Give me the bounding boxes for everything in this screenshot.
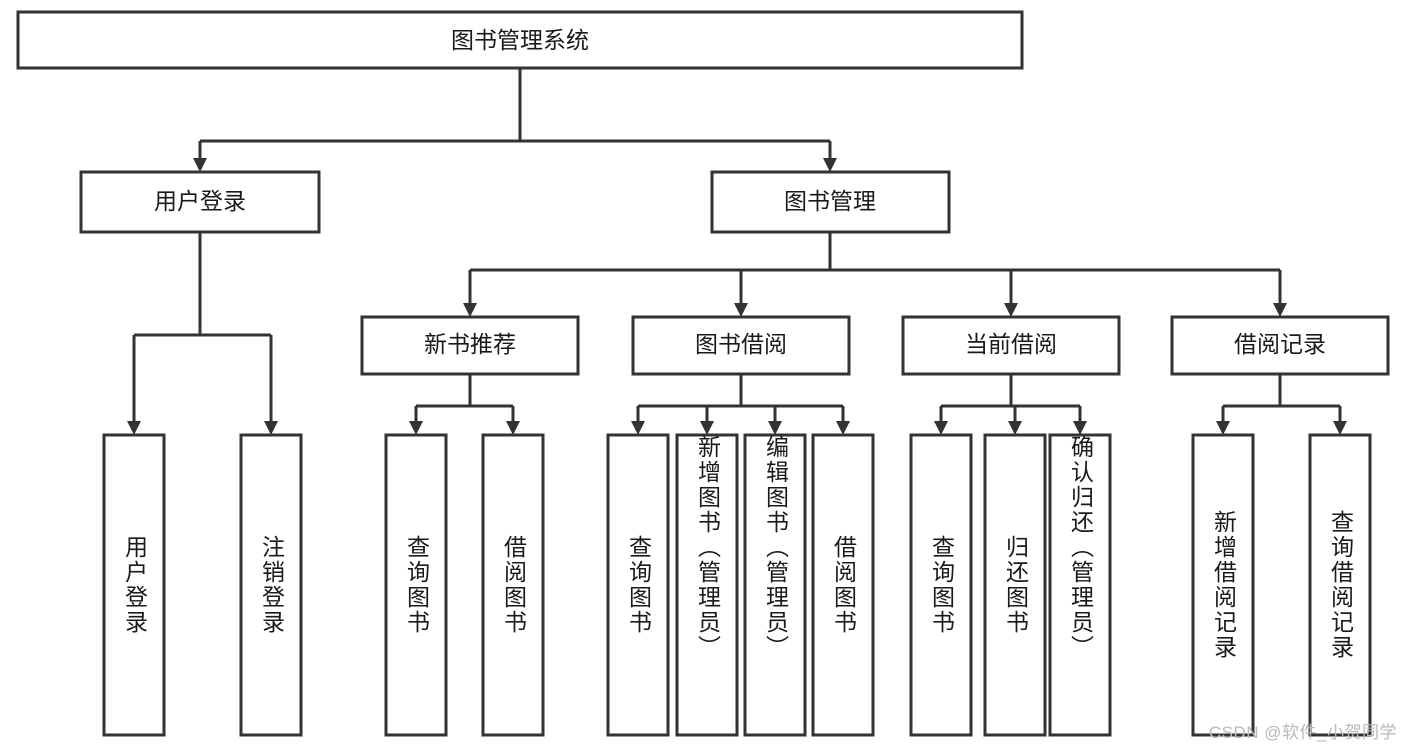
connector-group-user-login xyxy=(127,232,278,435)
leaf-box-query-book-borrow[interactable] xyxy=(606,433,670,737)
arrow-new-book-leaf-1 xyxy=(409,421,423,435)
arrow-current-leaf-3 xyxy=(1073,421,1087,435)
connector-group-records xyxy=(1216,374,1347,435)
node-current-box[interactable] xyxy=(901,315,1121,376)
node-borrow-label: 图书借阅 xyxy=(695,331,787,357)
leaf-box-query-record[interactable] xyxy=(1308,433,1372,737)
arrow-borrow-leaf-3 xyxy=(768,421,782,435)
leaf-box-return-book[interactable] xyxy=(983,433,1047,737)
arrow-current-leaf-2 xyxy=(1008,421,1022,435)
connector-group-borrow xyxy=(631,374,850,435)
arrow-records-leaf-2 xyxy=(1333,421,1347,435)
arrow-book-mgmt-current xyxy=(1004,303,1018,317)
arrow-borrow-leaf-4 xyxy=(836,421,850,435)
watermark-text: CSDN @软件_小贺同学 xyxy=(1208,723,1397,742)
connector-group-current xyxy=(934,374,1087,435)
arrow-current-leaf-1 xyxy=(934,421,948,435)
node-root-box[interactable] xyxy=(16,10,1024,70)
node-current-label: 当前借阅 xyxy=(965,331,1057,357)
arrow-new-book-leaf-2 xyxy=(506,421,520,435)
leaf-box-add-book-admin[interactable] xyxy=(675,433,739,737)
arrow-book-mgmt-records xyxy=(1273,303,1287,317)
node-user-login-label: 用户登录 xyxy=(154,188,246,214)
arrow-root-to-book-mgmt xyxy=(823,158,837,172)
arrow-book-mgmt-new-book xyxy=(463,303,477,317)
node-records-label: 借阅记录 xyxy=(1234,331,1326,357)
arrow-root-to-user-login xyxy=(193,158,207,172)
node-records-box[interactable] xyxy=(1170,315,1390,376)
arrow-borrow-leaf-1 xyxy=(631,421,645,435)
connector-group-root xyxy=(193,68,837,172)
leaf-box-query-book-new[interactable] xyxy=(384,433,448,737)
leaf-box-logout[interactable] xyxy=(239,433,303,737)
node-root-label: 图书管理系统 xyxy=(451,27,589,53)
node-borrow-box[interactable] xyxy=(631,315,851,376)
arrow-borrow-leaf-2 xyxy=(700,421,714,435)
node-book-mgmt-label: 图书管理 xyxy=(784,188,876,214)
node-user-login-box[interactable] xyxy=(79,170,321,234)
connector-group-book-mgmt xyxy=(463,232,1287,317)
arrow-user-login-leaf-1 xyxy=(127,421,141,435)
arrow-user-login-leaf-2 xyxy=(264,421,278,435)
arrow-book-mgmt-borrow xyxy=(734,303,748,317)
leaf-box-confirm-return-admin[interactable] xyxy=(1048,433,1112,737)
leaf-box-query-book-current[interactable] xyxy=(909,433,973,737)
arrow-records-leaf-1 xyxy=(1216,421,1230,435)
leaf-box-borrow-book-new[interactable] xyxy=(481,433,545,737)
connector-group-new-book xyxy=(409,374,520,435)
leaf-box-add-record[interactable] xyxy=(1191,433,1255,737)
node-new-book-box[interactable] xyxy=(360,315,580,376)
leaf-box-borrow-book[interactable] xyxy=(811,433,875,737)
leaf-box-edit-book-admin[interactable] xyxy=(743,433,807,737)
leaf-box-user-login[interactable] xyxy=(102,433,166,737)
node-new-book-label: 新书推荐 xyxy=(424,331,516,357)
node-book-mgmt-box[interactable] xyxy=(710,170,951,234)
